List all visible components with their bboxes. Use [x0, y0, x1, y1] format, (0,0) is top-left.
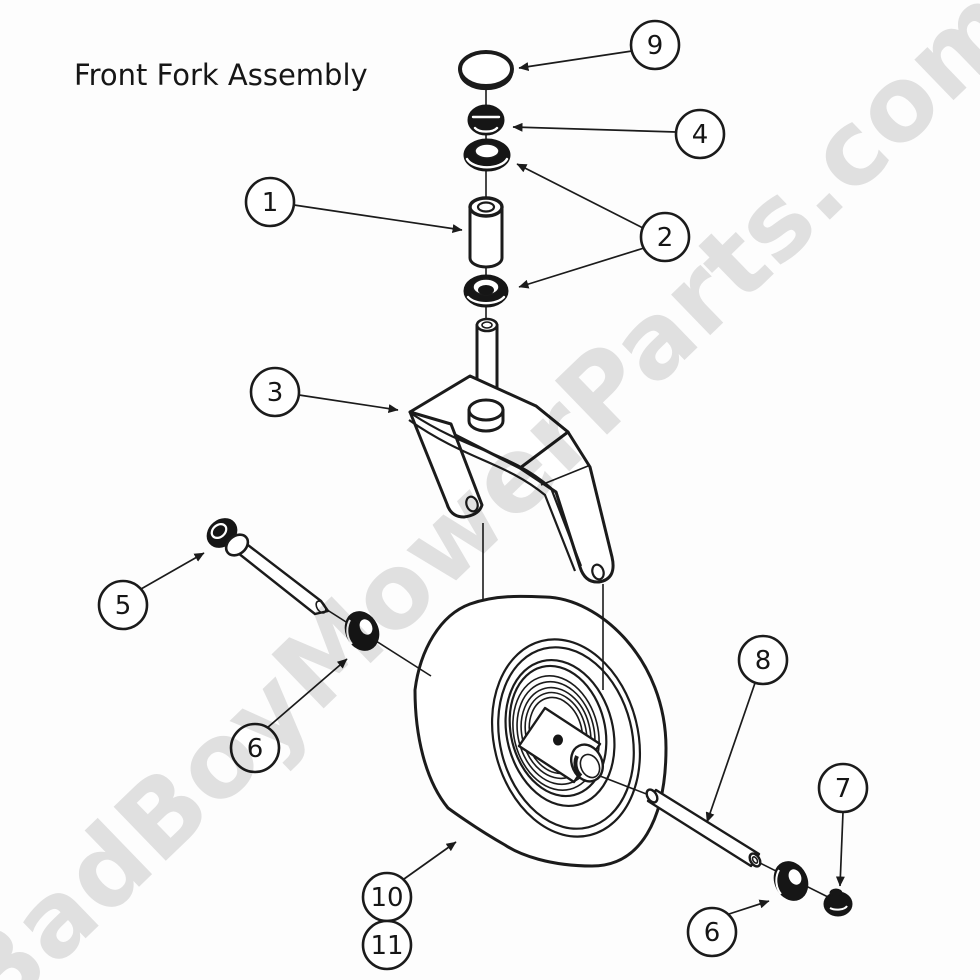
svg-text:4: 4: [692, 120, 709, 150]
alignment-guide-lines: [320, 523, 829, 898]
fork-weldment-drawing: [408, 374, 615, 584]
svg-text:6: 6: [704, 918, 721, 948]
bearing-upper-drawing: [463, 138, 511, 172]
spacer-bushing-drawing: [468, 196, 504, 269]
svg-text:6: 6: [247, 734, 264, 764]
washer-rear-drawing: [773, 861, 809, 901]
svg-text:2: 2: [657, 223, 674, 253]
callout-5: 5: [97, 579, 149, 631]
svg-text:8: 8: [755, 646, 772, 676]
axle-tube-drawing: [645, 788, 762, 868]
callout-3: 3: [249, 366, 301, 418]
castle-nut-drawing: [467, 104, 505, 136]
callout-4: 4: [674, 108, 726, 160]
svg-text:11: 11: [370, 931, 403, 961]
svg-text:3: 3: [267, 378, 284, 408]
washer-front-drawing: [344, 611, 380, 651]
callout-8: 8: [737, 634, 789, 686]
callout-1: 1: [244, 176, 296, 228]
callout-10: 10: [361, 871, 413, 923]
svg-text:9: 9: [647, 31, 664, 61]
page-title: Front Fork Assembly: [74, 58, 368, 92]
callout-2: 2: [639, 211, 691, 263]
callout-11: 11: [361, 919, 413, 971]
callout-6-rear: 6: [686, 906, 738, 958]
callout-leader-lines: [140, 50, 845, 915]
callout-7: 7: [817, 762, 869, 814]
svg-text:10: 10: [370, 883, 403, 913]
lock-nut-drawing: [823, 888, 853, 917]
callout-6-front: 6: [229, 722, 281, 774]
axle-bolt-drawing: [206, 518, 330, 616]
svg-text:7: 7: [835, 774, 852, 804]
hub-bore-drawing: [517, 706, 604, 784]
svg-text:5: 5: [115, 591, 132, 621]
wheel-tire-drawing: [413, 594, 668, 868]
svg-text:1: 1: [262, 188, 279, 218]
bearing-lower-drawing: [463, 274, 509, 308]
callout-9: 9: [629, 19, 681, 71]
dust-cap-drawing: [458, 50, 514, 91]
